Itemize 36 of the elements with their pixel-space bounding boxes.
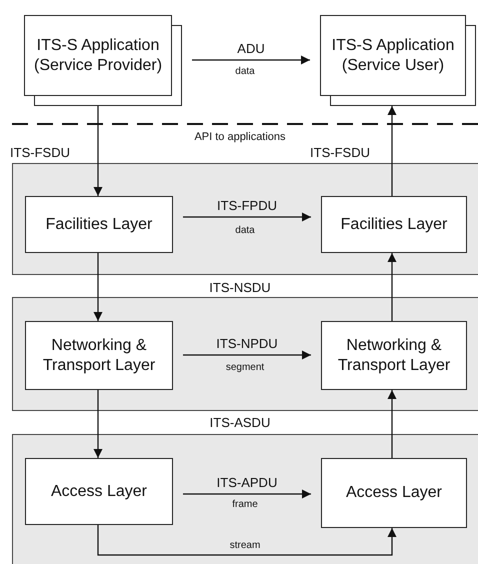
edge-label: ITS-FPDU xyxy=(217,198,277,213)
layer-band xyxy=(12,434,478,564)
arrow xyxy=(388,390,396,458)
edge-label: stream xyxy=(230,540,260,551)
interface-label: ITS-FSDU xyxy=(10,145,70,160)
arrow xyxy=(388,253,396,321)
arrow xyxy=(388,106,396,196)
interface-label: API to applications xyxy=(194,131,286,143)
layer-box: Access Layer xyxy=(321,458,467,528)
layer-box: Networking & Transport Layer xyxy=(25,321,173,390)
interface-label: ITS-FSDU xyxy=(310,145,370,160)
layer-box: Access Layer xyxy=(25,458,173,525)
edge-label: ADU xyxy=(237,41,265,56)
edge-label: ITS-NPDU xyxy=(216,336,278,351)
application-box: ITS-S Application (Service Provider) xyxy=(24,15,172,96)
arrow xyxy=(183,490,311,498)
layer-box: Networking & Transport Layer xyxy=(321,321,467,390)
payload-label: data xyxy=(235,225,255,236)
edge-label: ITS-APDU xyxy=(216,475,278,490)
application-box: ITS-S Application (Service User) xyxy=(320,15,466,96)
arrow xyxy=(94,390,102,458)
layer-box: Facilities Layer xyxy=(321,196,467,253)
layer-box: Facilities Layer xyxy=(25,196,173,253)
interface-label: ITS-NSDU xyxy=(209,280,271,295)
arrow xyxy=(183,350,311,360)
payload-label: frame xyxy=(232,499,258,510)
payload-label: data xyxy=(235,66,255,77)
layer-band xyxy=(12,297,478,411)
interface-label: ITS-ASDU xyxy=(210,415,270,430)
arrow xyxy=(192,56,310,64)
arrow xyxy=(94,253,102,321)
arrow xyxy=(94,106,102,196)
layer-band xyxy=(12,163,478,275)
arrow xyxy=(97,525,396,556)
arrow xyxy=(183,212,311,222)
payload-label: segment xyxy=(226,362,264,373)
